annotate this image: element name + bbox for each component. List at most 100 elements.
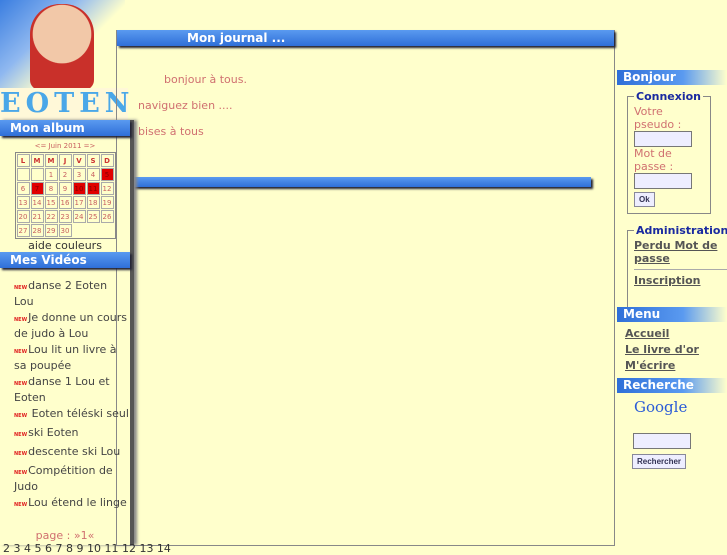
calendar-day[interactable]: 1 xyxy=(44,168,58,181)
video-item[interactable]: NEWdanse 2 Eoten Lou xyxy=(14,279,130,308)
weekday-label: V xyxy=(72,154,86,167)
search-title: Recherche xyxy=(617,378,727,393)
register-link[interactable]: Inscription xyxy=(634,274,701,287)
login-box: Connexion Votre pseudo : Mot de passe : … xyxy=(627,90,711,214)
password-input[interactable] xyxy=(634,173,692,189)
video-item[interactable]: NEW Eoten téléski seul xyxy=(14,407,130,423)
search-input[interactable] xyxy=(633,433,691,449)
video-title[interactable]: Je donne un cours de judo à Lou xyxy=(14,311,127,340)
video-item[interactable]: NEWski Eoten xyxy=(14,426,130,442)
calendar-day[interactable]: 13 xyxy=(16,196,30,209)
video-title[interactable]: descente ski Lou xyxy=(28,445,121,458)
pagination[interactable]: 2 3 4 5 6 7 8 9 10 11 12 13 14 xyxy=(3,542,171,555)
calendar-day[interactable]: 16 xyxy=(58,196,72,209)
journal-footer-bar xyxy=(131,177,591,187)
journal-line: naviguez bien .... xyxy=(138,99,233,112)
calendar-day xyxy=(30,168,44,181)
calendar-day xyxy=(16,168,30,181)
calendar-day[interactable]: 2 xyxy=(58,168,72,181)
new-badge-icon: NEW xyxy=(14,381,28,387)
calendar-day[interactable]: 12 xyxy=(100,182,114,195)
journal-title: Mon journal ... xyxy=(117,30,614,46)
calendar-day[interactable]: 24 xyxy=(72,210,86,223)
video-title[interactable]: Lou étend le linge xyxy=(28,496,127,509)
calendar-day[interactable]: 23 xyxy=(58,210,72,223)
new-badge-icon: NEW xyxy=(14,349,28,355)
calendar-day[interactable]: 11 xyxy=(86,182,100,195)
calendar-day[interactable]: 14 xyxy=(30,196,44,209)
page-label: page : »1« xyxy=(35,529,95,542)
calendar-day[interactable]: 19 xyxy=(100,196,114,209)
journal-line: bises à tous xyxy=(138,125,204,138)
baby-photo xyxy=(30,4,94,90)
journal-panel: Mon journal ... bonjour à tous. naviguez… xyxy=(116,30,615,546)
journal-line: bonjour à tous. xyxy=(164,73,247,86)
calendar-day[interactable]: 8 xyxy=(44,182,58,195)
video-title[interactable]: Compétition de Judo xyxy=(14,464,113,493)
calendar-day[interactable]: 20 xyxy=(16,210,30,223)
video-item[interactable]: NEWJe donne un cours de judo à Lou xyxy=(14,311,130,340)
right-column: Bonjour Connexion Votre pseudo : Mot de … xyxy=(617,70,727,469)
contact-link[interactable]: M'écrire xyxy=(625,359,676,372)
video-item[interactable]: NEWCompétition de Judo xyxy=(14,464,130,493)
calendar-day[interactable]: 22 xyxy=(44,210,58,223)
video-title[interactable]: ski Eoten xyxy=(28,426,79,439)
calendar-day[interactable]: 17 xyxy=(72,196,86,209)
weekday-label: M xyxy=(30,154,44,167)
admin-legend: Administration xyxy=(636,224,727,237)
menu-title: Menu xyxy=(617,307,727,322)
calendar-day[interactable]: 25 xyxy=(86,210,100,223)
calendar-day[interactable]: 15 xyxy=(44,196,58,209)
calendar-day[interactable]: 5 xyxy=(100,168,114,181)
video-title[interactable]: danse 2 Eoten Lou xyxy=(14,279,108,308)
calendar-day[interactable]: 7 xyxy=(30,182,44,195)
video-title[interactable]: Lou lit un livre à sa poupée xyxy=(14,343,117,372)
ok-button[interactable]: Ok xyxy=(634,192,655,207)
color-help-link[interactable]: aide couleurs xyxy=(28,239,102,252)
calendar-day[interactable]: 4 xyxy=(86,168,100,181)
search-button[interactable]: Rechercher xyxy=(632,454,687,469)
video-item[interactable]: NEWdanse 1 Lou et Eoten xyxy=(14,375,130,404)
weekday-label: D xyxy=(100,154,114,167)
calendar-day[interactable]: 10 xyxy=(72,182,86,195)
calendar-day[interactable]: 21 xyxy=(30,210,44,223)
new-badge-icon: NEW xyxy=(14,317,28,323)
login-legend: Connexion xyxy=(636,90,702,103)
calendar-day[interactable]: 6 xyxy=(16,182,30,195)
guestbook-link[interactable]: Le livre d'or xyxy=(625,343,699,356)
weekday-label: S xyxy=(86,154,100,167)
calendar-day[interactable]: 9 xyxy=(58,182,72,195)
calendar-day[interactable]: 26 xyxy=(100,210,114,223)
videos-title: Mes Vidéos xyxy=(0,252,130,268)
video-item[interactable]: NEWLou étend le linge xyxy=(14,496,130,512)
calendar-day[interactable]: 30 xyxy=(58,224,72,237)
pseudo-input[interactable] xyxy=(634,131,692,147)
calendar-nav[interactable]: <= Juin 2011 => xyxy=(34,142,96,150)
new-badge-icon: NEW xyxy=(14,413,28,419)
video-item[interactable]: NEWLou lit un livre à sa poupée xyxy=(14,343,130,372)
site-logo: EOTEN xyxy=(0,88,135,120)
new-badge-icon: NEW xyxy=(14,502,28,508)
greeting-title: Bonjour xyxy=(617,70,727,85)
calendar-day[interactable]: 3 xyxy=(72,168,86,181)
calendar-day[interactable]: 29 xyxy=(44,224,58,237)
video-item[interactable]: NEWdescente ski Lou xyxy=(14,445,130,461)
new-badge-icon: NEW xyxy=(14,470,28,476)
video-title[interactable]: danse 1 Lou et Eoten xyxy=(14,375,110,404)
lost-password-link[interactable]: Perdu Mot de passe xyxy=(634,239,718,265)
video-title[interactable]: Eoten téléski seul xyxy=(28,407,129,420)
password-label: Mot de passe : xyxy=(634,147,674,173)
home-link[interactable]: Accueil xyxy=(625,327,670,340)
weekday-label: M xyxy=(44,154,58,167)
calendar-day[interactable]: 28 xyxy=(30,224,44,237)
new-badge-icon: NEW xyxy=(14,451,28,457)
google-logo: Google xyxy=(634,398,688,416)
calendar-day[interactable]: 27 xyxy=(16,224,30,237)
new-badge-icon: NEW xyxy=(14,432,28,438)
weekday-label: L xyxy=(16,154,30,167)
calendar-day[interactable]: 18 xyxy=(86,196,100,209)
admin-box: Administration Perdu Mot de passe Inscri… xyxy=(627,224,727,308)
album-title: Mon album xyxy=(0,120,130,136)
